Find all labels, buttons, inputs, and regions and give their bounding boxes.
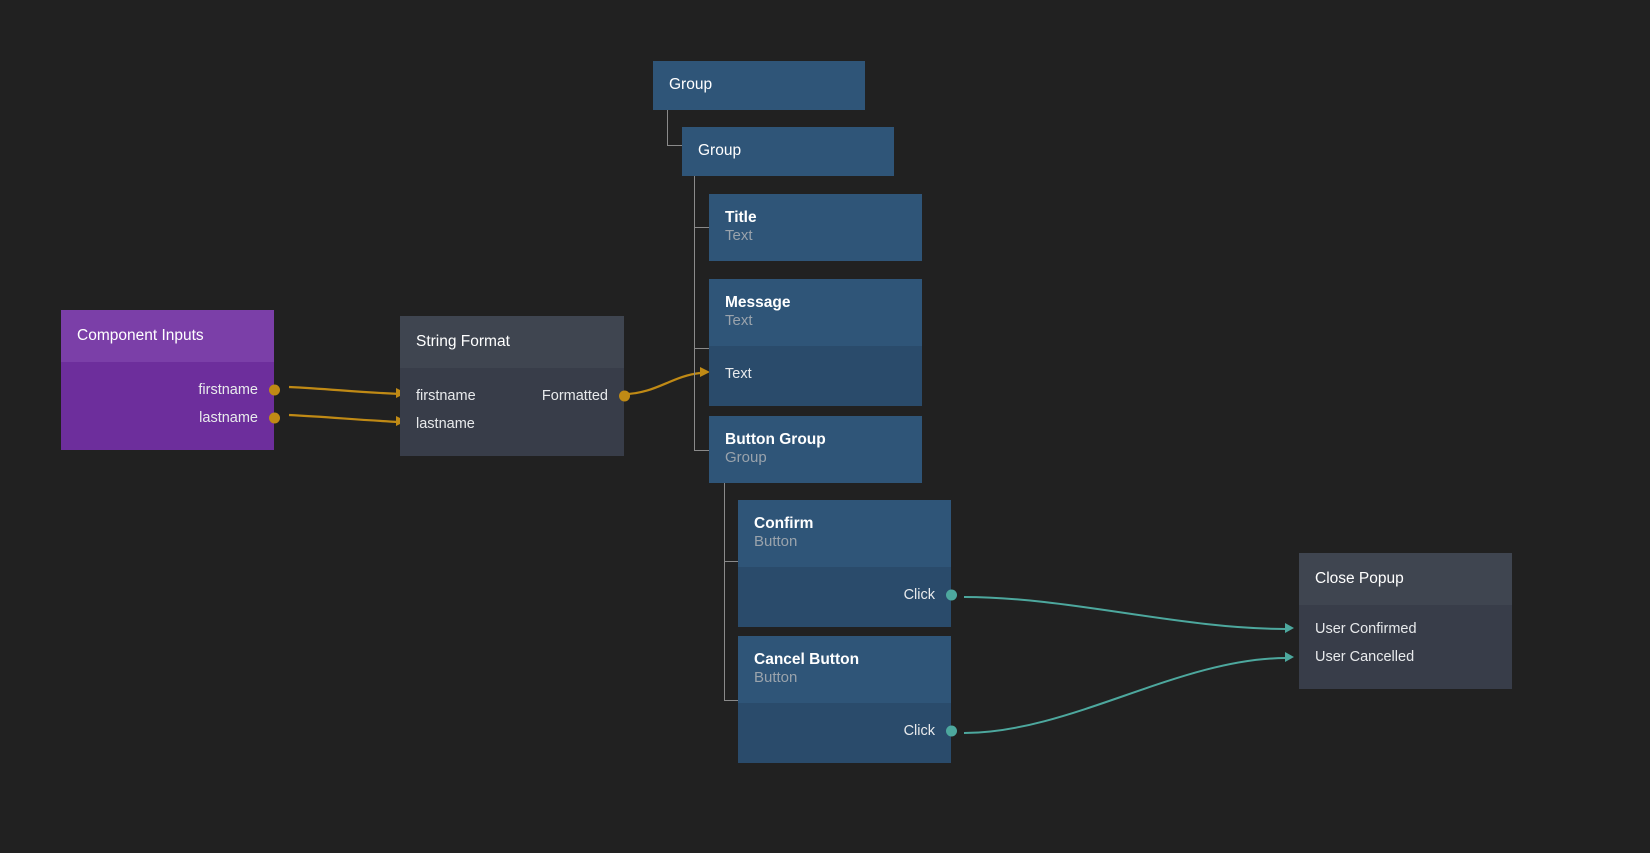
- tree-stub-button-group: [694, 450, 709, 451]
- node-body: Click: [738, 567, 957, 627]
- port-row-click-out[interactable]: Click: [738, 581, 957, 609]
- port-label-lastname-in: lastname: [416, 416, 475, 432]
- node-body: Click: [738, 703, 957, 763]
- node-header: String Format: [400, 316, 624, 368]
- port-dot-formatted[interactable]: [618, 390, 630, 402]
- port-row-lastname[interactable]: lastname: [400, 410, 624, 438]
- node-header: Cancel Button Button: [738, 636, 951, 703]
- node-subtitle: Text: [725, 227, 753, 245]
- node-title: Group: [698, 142, 742, 160]
- node-body: Text: [709, 346, 922, 406]
- node-header: Confirm Button: [738, 500, 951, 567]
- tree-line-outer-group: [667, 110, 668, 145]
- port-label-user-cancelled: User Cancelled: [1315, 649, 1415, 665]
- node-button-group[interactable]: Button Group Group: [709, 416, 922, 483]
- node-title-element[interactable]: Title Text: [709, 194, 922, 261]
- node-group-outer[interactable]: Group: [653, 61, 865, 110]
- node-header: Button Group Group: [709, 416, 922, 483]
- node-body: firstname Formatted lastname: [400, 368, 630, 456]
- port-label-user-confirmed: User Confirmed: [1315, 621, 1417, 637]
- port-label-click: Click: [903, 723, 935, 739]
- node-confirm-button[interactable]: Confirm Button Click: [738, 500, 957, 627]
- port-row-firstname-out[interactable]: firstname: [61, 376, 280, 404]
- port-label-text: Text: [725, 366, 752, 382]
- node-title: Confirm: [754, 514, 814, 532]
- node-header: Close Popup: [1299, 553, 1512, 605]
- wire-confirm-click: [963, 596, 1287, 630]
- node-header: Group: [653, 61, 865, 110]
- wire-firstname: [288, 385, 401, 396]
- port-dot-firstname[interactable]: [268, 384, 280, 396]
- node-title: Message: [725, 293, 791, 311]
- node-title: Component Inputs: [77, 326, 204, 344]
- node-group-inner[interactable]: Group: [682, 127, 894, 176]
- node-subtitle: Text: [725, 312, 753, 330]
- port-dot-cancel-click[interactable]: [945, 725, 957, 737]
- node-body: User Confirmed User Cancelled: [1299, 605, 1512, 689]
- node-title: String Format: [416, 332, 510, 350]
- node-title: Group: [669, 76, 713, 94]
- port-row-lastname-out[interactable]: lastname: [61, 404, 280, 432]
- port-label: lastname: [199, 410, 258, 426]
- port-row-user-cancelled[interactable]: User Cancelled: [1299, 643, 1512, 671]
- wire-lastname: [288, 413, 401, 424]
- port-row-text-in[interactable]: Text: [709, 360, 922, 388]
- port-label-formatted-out: Formatted: [541, 388, 608, 404]
- port-dot-confirm-click[interactable]: [945, 589, 957, 601]
- node-cancel-button[interactable]: Cancel Button Button Click: [738, 636, 957, 763]
- port-row-click-out[interactable]: Click: [738, 717, 957, 745]
- tree-stub-cancel: [724, 700, 738, 701]
- tree-stub-message: [694, 348, 709, 349]
- node-message-element[interactable]: Message Text Text: [709, 279, 922, 406]
- node-title: Title: [725, 208, 757, 226]
- port-label-click: Click: [903, 587, 935, 603]
- port-label-firstname-in: firstname: [416, 388, 476, 404]
- tree-line-inner-group: [694, 176, 695, 450]
- wire-cancel-click: [963, 657, 1287, 734]
- port-row-user-confirmed[interactable]: User Confirmed: [1299, 615, 1512, 643]
- tree-line-button-group: [724, 474, 725, 700]
- node-component-inputs[interactable]: Component Inputs firstname lastname: [61, 310, 280, 450]
- node-body: firstname lastname: [61, 362, 280, 450]
- node-header: Message Text: [709, 279, 922, 346]
- node-subtitle: Button: [754, 669, 798, 687]
- node-header: Group: [682, 127, 894, 176]
- wire-formatted-to-text: [623, 371, 701, 396]
- node-close-popup[interactable]: Close Popup User Confirmed User Cancelle…: [1299, 553, 1512, 689]
- node-title: Button Group: [725, 430, 826, 448]
- arrowhead-user-confirmed: [1285, 623, 1294, 633]
- node-string-format[interactable]: String Format firstname Formatted lastna…: [400, 316, 630, 456]
- node-header: Component Inputs: [61, 310, 274, 362]
- node-title: Close Popup: [1315, 569, 1404, 587]
- node-subtitle: Button: [754, 533, 798, 551]
- node-subtitle: Group: [725, 449, 767, 467]
- tree-stub-confirm: [724, 561, 738, 562]
- arrowhead-user-cancelled: [1285, 652, 1294, 662]
- port-label: firstname: [198, 382, 258, 398]
- tree-stub-outer-group: [667, 145, 683, 146]
- port-row-firstname[interactable]: firstname Formatted: [400, 382, 630, 410]
- arrowhead-formatted: [700, 367, 710, 377]
- port-dot-lastname[interactable]: [268, 412, 280, 424]
- node-title: Cancel Button: [754, 650, 860, 668]
- node-header: Title Text: [709, 194, 922, 261]
- tree-stub-title: [694, 227, 709, 228]
